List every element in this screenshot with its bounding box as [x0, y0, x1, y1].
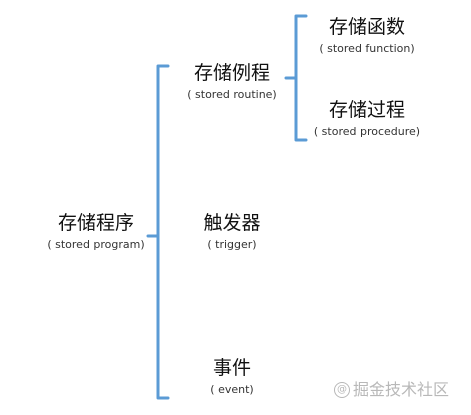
child-sublabel: ( event) [210, 383, 254, 396]
routine-child-stored-procedure: 存储过程 ( stored procedure) [302, 98, 432, 140]
child-label: 存储例程 [193, 62, 270, 84]
child-node-event: 事件 ( event) [172, 356, 292, 398]
routine-child-label: 存储过程 [328, 99, 405, 121]
child-sublabel: ( stored routine) [187, 88, 277, 101]
routine-child-label: 存储函数 [328, 16, 405, 38]
at-icon: @ [334, 382, 350, 398]
root-sublabel: ( stored program) [47, 238, 145, 251]
watermark-text: 掘金技术社区 [353, 380, 450, 399]
routine-child-sublabel: ( stored function) [319, 42, 415, 55]
routine-child-stored-function: 存储函数 ( stored function) [302, 15, 432, 57]
root-node: 存储程序 ( stored program) [36, 211, 156, 253]
child-sublabel: ( trigger) [207, 238, 257, 251]
child-label: 事件 [212, 357, 251, 379]
child-node-stored-routine: 存储例程 ( stored routine) [172, 61, 292, 103]
routine-child-sublabel: ( stored procedure) [313, 125, 421, 138]
root-bracket [146, 64, 170, 400]
child-label: 触发器 [203, 212, 261, 234]
routine-bracket [284, 14, 308, 142]
root-label: 存储程序 [57, 212, 134, 234]
watermark: @ 掘金技术社区 [334, 378, 466, 402]
child-node-trigger: 触发器 ( trigger) [172, 211, 292, 253]
